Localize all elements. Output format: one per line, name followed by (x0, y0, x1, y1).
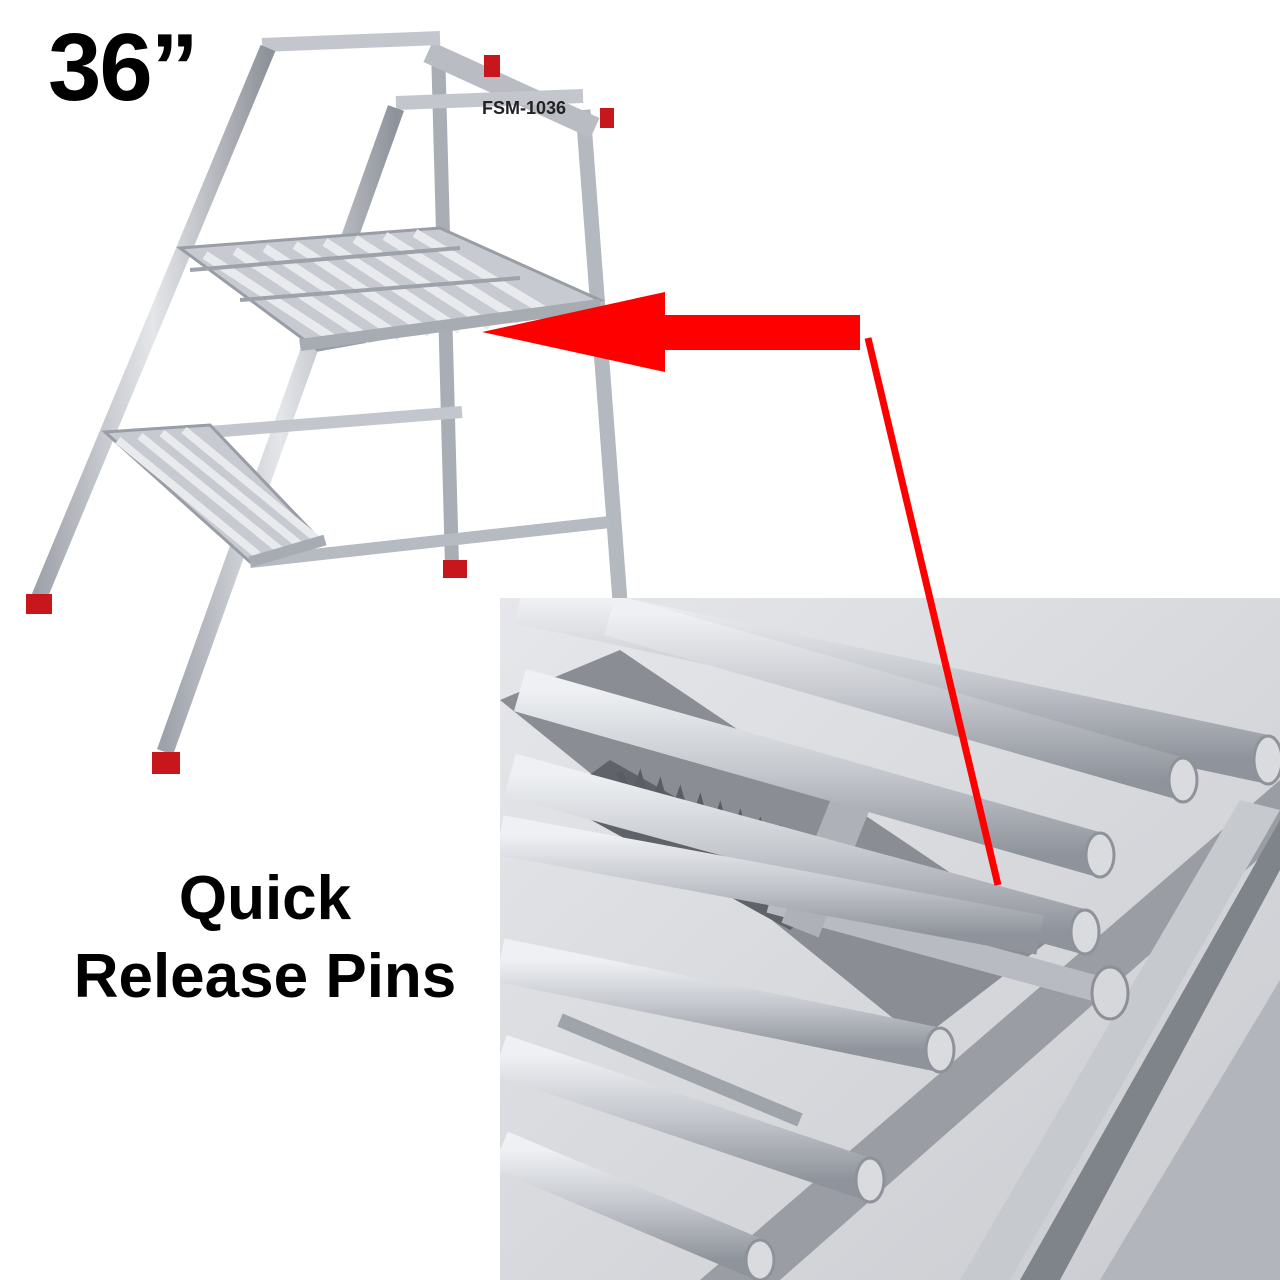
feature-caption: Quick Release Pins (20, 860, 510, 1015)
callout-arrow (482, 292, 1002, 886)
model-label: FSM-1036 (482, 98, 566, 118)
foot-cap-3 (443, 560, 467, 578)
top-cap-2 (600, 108, 614, 128)
zoom-inset (500, 598, 1280, 1280)
step-ladder: FSM-1036 (26, 31, 646, 774)
caption-line-2: Release Pins (73, 941, 457, 1011)
top-cap-1 (484, 55, 500, 77)
inset-rungs (500, 598, 1276, 1279)
caption-line-1: Quick (178, 864, 352, 933)
foot-cap-1 (26, 594, 52, 614)
height-label: 36” (48, 14, 199, 121)
foot-cap-2 (152, 752, 180, 774)
release-pin-head (1090, 965, 1130, 1021)
